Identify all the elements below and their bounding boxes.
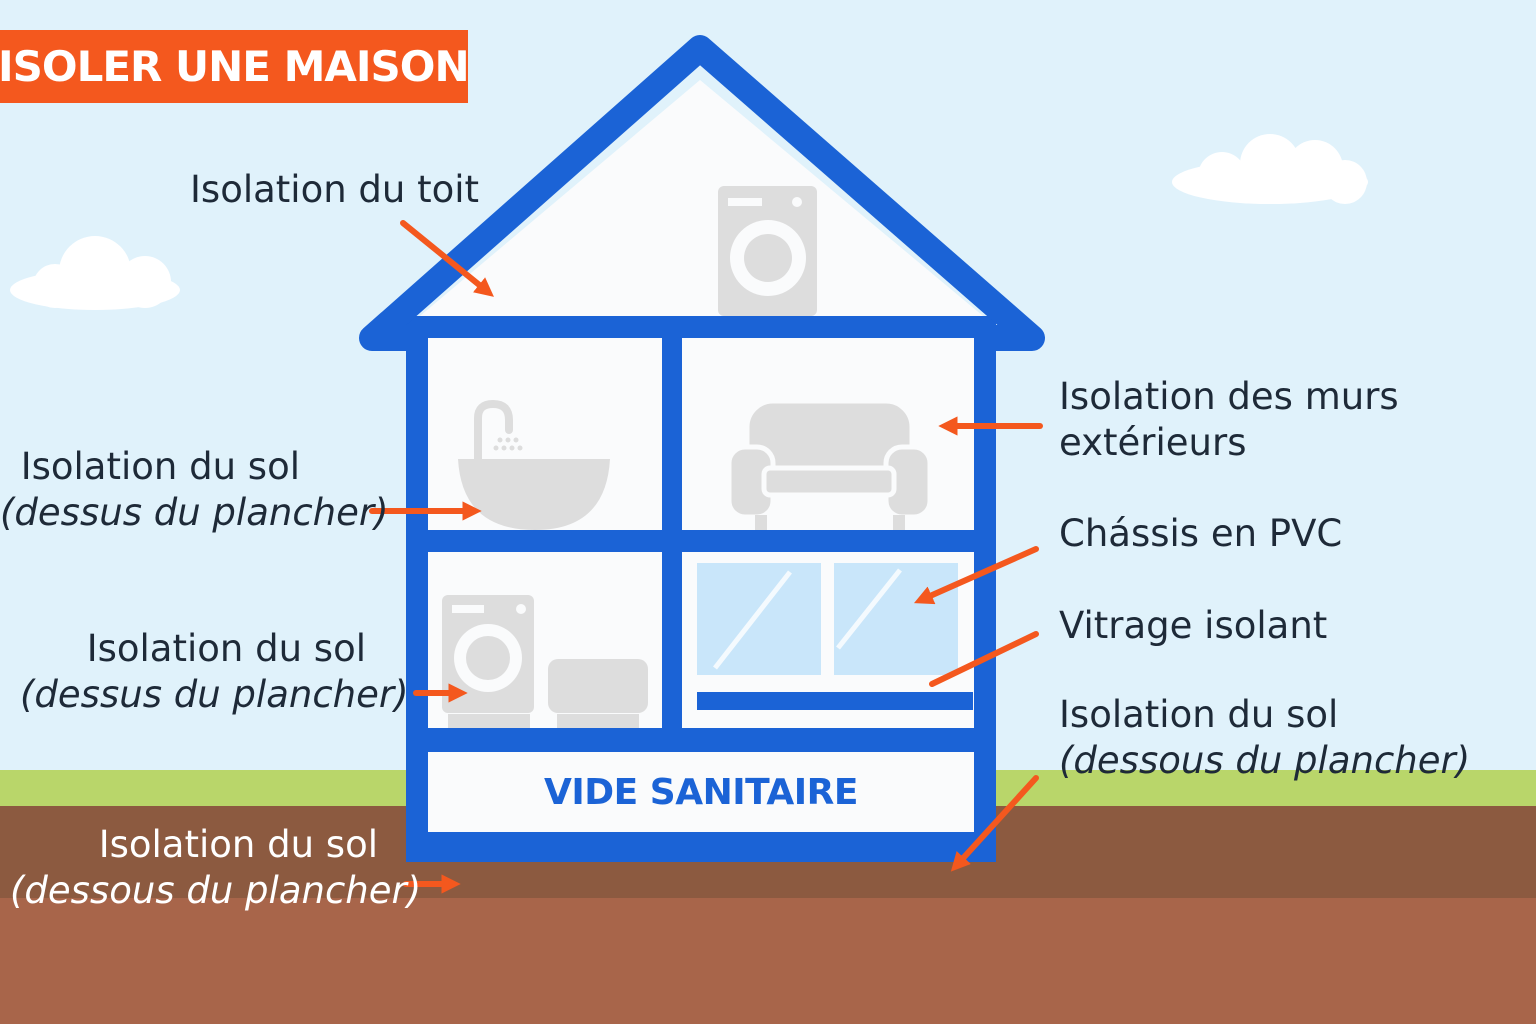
crawlspace-label: VIDE SANITAIRE [544,771,858,813]
washing-machine-icon [442,595,534,728]
label-roof-insulation: Isolation du toit [190,168,480,211]
label-wall-insulation: Isolation des murs extérieurs [1059,375,1399,464]
title-banner: ISOLER UNE MAISON [0,30,470,103]
label-floor-insulation-left-2: Isolation du sol (dessus du plancher) [20,627,409,716]
label-floor-insulation-left-3: Isolation du sol (dessous du plancher) [10,823,422,912]
cabinet-icon [548,659,648,728]
cloud-icon [1172,134,1368,204]
arrow-floor-right [950,775,1039,872]
sofa-icon [726,398,933,530]
arrow-glazing [929,631,1039,687]
arrow-roof [400,220,494,297]
attic-space [420,80,983,316]
soil-bottom-layer [0,898,1536,1024]
label-floor-insulation-right: Isolation du sol (dessous du plancher) [1059,693,1471,782]
washing-machine-icon [718,186,817,316]
sink-icon [458,399,610,530]
label-floor-insulation-left-1: Isolation du sol (dessus du plancher) [0,445,389,534]
window-icon [697,563,973,710]
arrow-frames [913,546,1039,605]
cloud-icon [10,236,180,310]
label-insulating-glazing: Vitrage isolant [1059,604,1328,647]
page-title: ISOLER UNE MAISON [0,42,470,91]
crawlspace [428,752,974,832]
label-pvc-frames: Chássis en PVC [1059,512,1343,555]
